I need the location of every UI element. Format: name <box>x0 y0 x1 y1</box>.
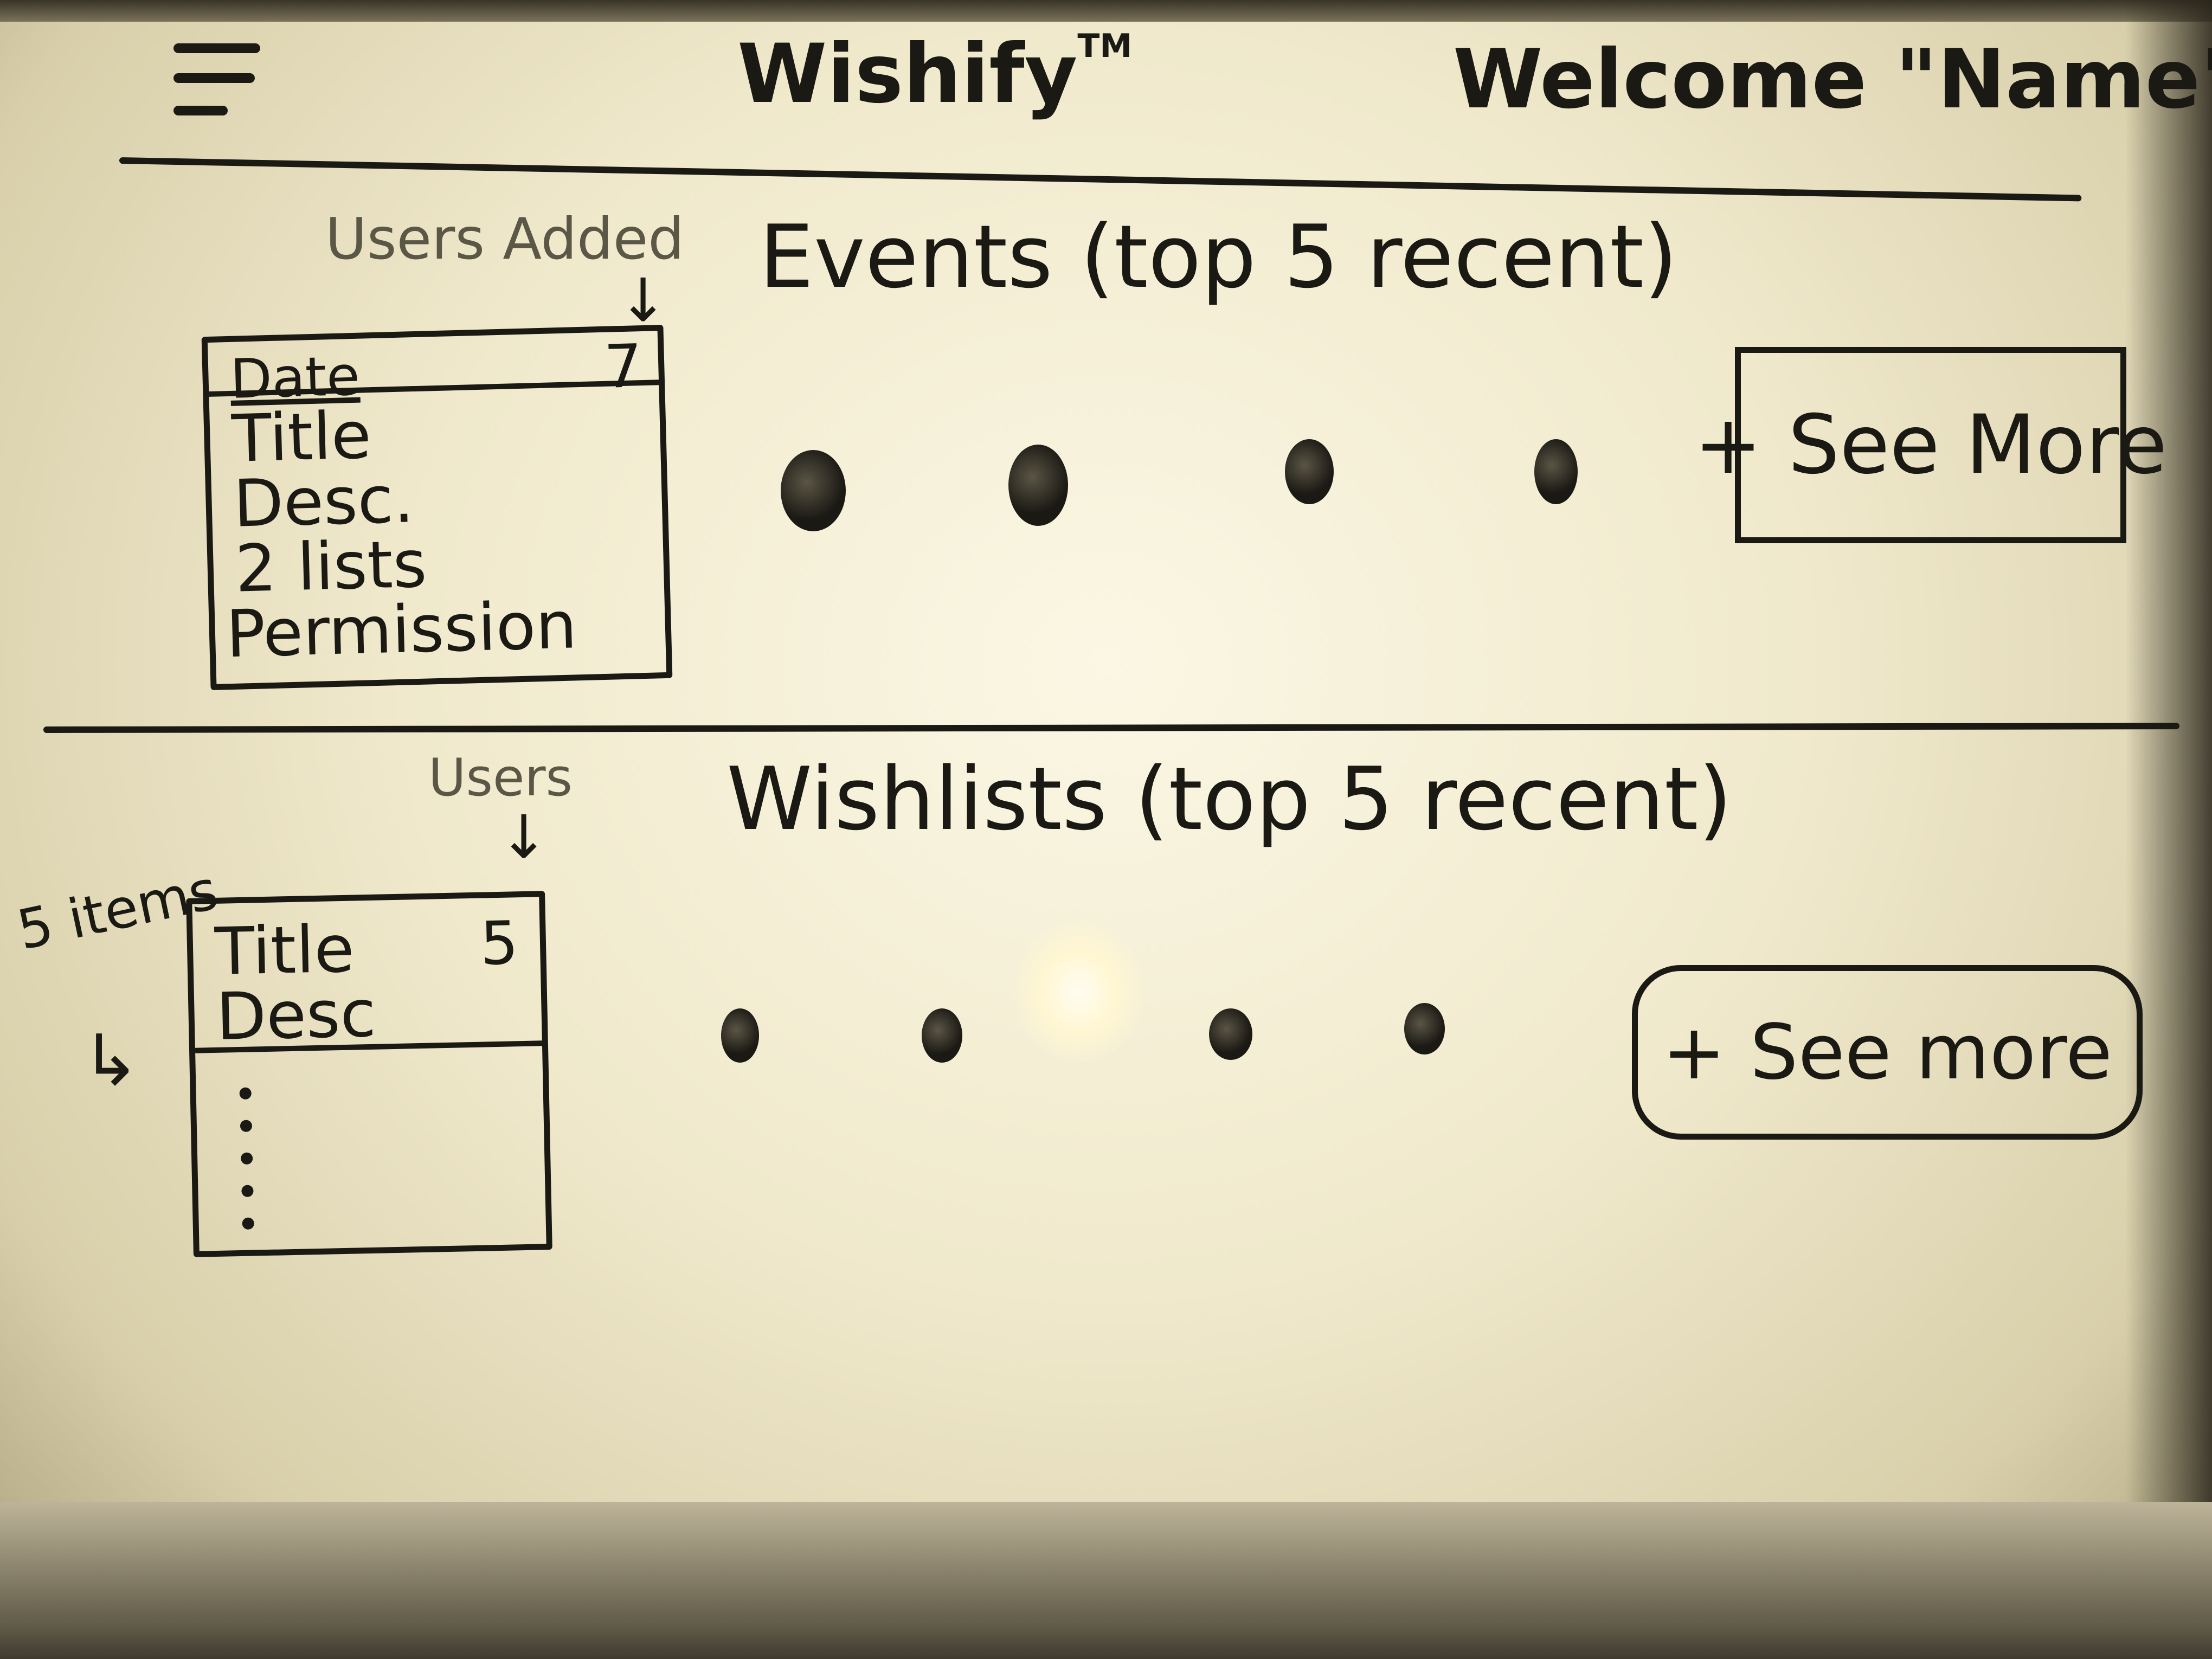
light-glare <box>1014 922 1144 1063</box>
wishlist-desc: Desc <box>215 976 377 1055</box>
list-item-bullet <box>239 1087 252 1100</box>
arrow-down-icon: ↓ <box>618 266 668 335</box>
events-heading: Events (top 5 recent) <box>759 206 1678 307</box>
event-permission: Permission <box>225 588 578 673</box>
list-item-bullet <box>240 1120 253 1133</box>
carousel-dot[interactable] <box>1285 439 1334 504</box>
hamburger-menu-icon[interactable] <box>173 38 266 119</box>
arrow-down-icon: ↓ <box>499 802 549 872</box>
wishlists-see-more-button[interactable]: + See more <box>1632 965 2143 1140</box>
wishlists-heading: Wishlists (top 5 recent) <box>726 748 1732 850</box>
arrow-right-icon: ↳ <box>81 1019 140 1102</box>
users-added-annotation: Users Added <box>325 206 684 272</box>
app-title: WishifyTM <box>737 27 1132 121</box>
board-top-edge <box>0 0 2212 22</box>
carousel-dot[interactable] <box>1209 1008 1252 1060</box>
event-users-count: 7 <box>603 331 643 402</box>
carousel-dot[interactable] <box>1534 439 1578 504</box>
board-right-edge <box>2125 0 2212 1502</box>
list-item-bullet <box>240 1152 253 1165</box>
event-card[interactable]: Date 7 Title Desc. 2 lists Permission <box>201 324 673 691</box>
board-bottom-frame <box>0 1502 2212 1659</box>
header-divider <box>119 157 2082 202</box>
carousel-dot[interactable] <box>922 1008 962 1063</box>
section-divider <box>43 723 2180 733</box>
carousel-dot[interactable] <box>1008 445 1068 526</box>
list-item-bullet <box>242 1217 254 1230</box>
welcome-message: Welcome "Name" <box>1453 33 2212 127</box>
carousel-dot[interactable] <box>721 1008 759 1063</box>
app-title-text: Wishify <box>737 27 1078 121</box>
events-see-more-button[interactable]: + See More <box>1694 347 2167 543</box>
wishlist-users-count: 5 <box>479 908 519 979</box>
list-item-bullet <box>241 1185 254 1197</box>
users-annotation: Users <box>428 748 573 808</box>
wishlist-card[interactable]: Title 5 Desc <box>186 891 552 1257</box>
carousel-dot[interactable] <box>1404 1003 1445 1054</box>
carousel-dot[interactable] <box>781 450 846 531</box>
trademark-mark: TM <box>1077 27 1133 65</box>
